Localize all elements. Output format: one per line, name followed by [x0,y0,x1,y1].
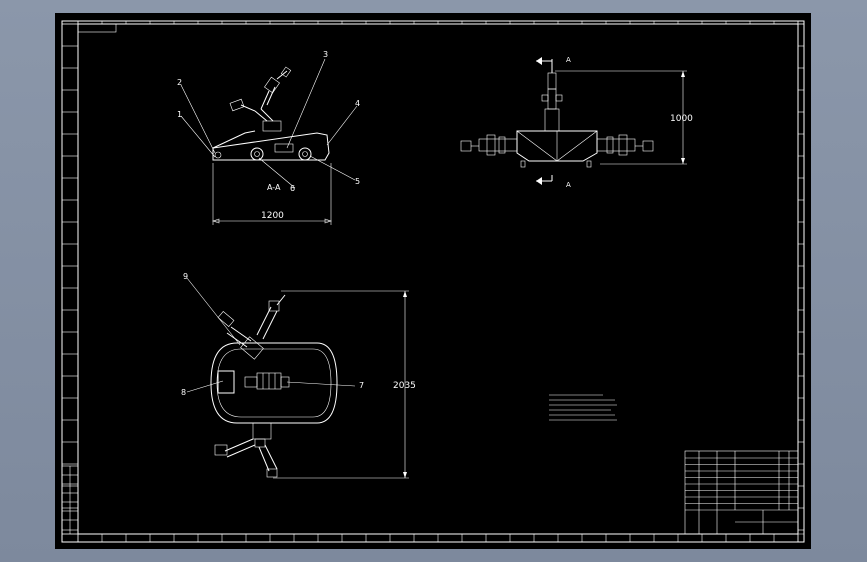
callout-3: 3 [323,50,328,59]
front-view-labels: A A 1000 [566,56,693,189]
top-view [186,277,409,479]
title-block [684,450,799,535]
technical-notes [549,394,617,421]
callout-8: 8 [181,388,186,397]
callout-4: 4 [355,99,360,108]
callout-9: 9 [183,272,188,281]
callout-7: 7 [359,381,364,390]
bom-rows [685,457,798,504]
drawing-frame [61,20,805,543]
revision-block [61,465,79,535]
dimension-1200: 1200 [261,211,284,221]
section-marker-bottom: A [566,181,571,189]
callout-1: 1 [177,110,182,119]
callout-6: 6 [290,184,295,193]
callout-5: 5 [355,177,360,186]
drawing-viewport[interactable]: 2 1 3 4 5 6 A-A 1200 [55,13,811,549]
section-label-aa: A-A [267,183,281,192]
side-view-labels: 2 1 3 4 5 6 A-A 1200 [177,50,360,221]
cad-drawing: 2 1 3 4 5 6 A-A 1200 [61,20,805,543]
top-view-labels: 9 8 7 2035 [181,272,416,397]
dimension-1000: 1000 [670,114,693,124]
section-marker-top: A [566,56,571,64]
dimension-2035: 2035 [393,381,416,391]
border-ticks [62,21,804,542]
side-view [180,58,358,225]
front-view [460,57,687,185]
callout-2: 2 [177,78,182,87]
